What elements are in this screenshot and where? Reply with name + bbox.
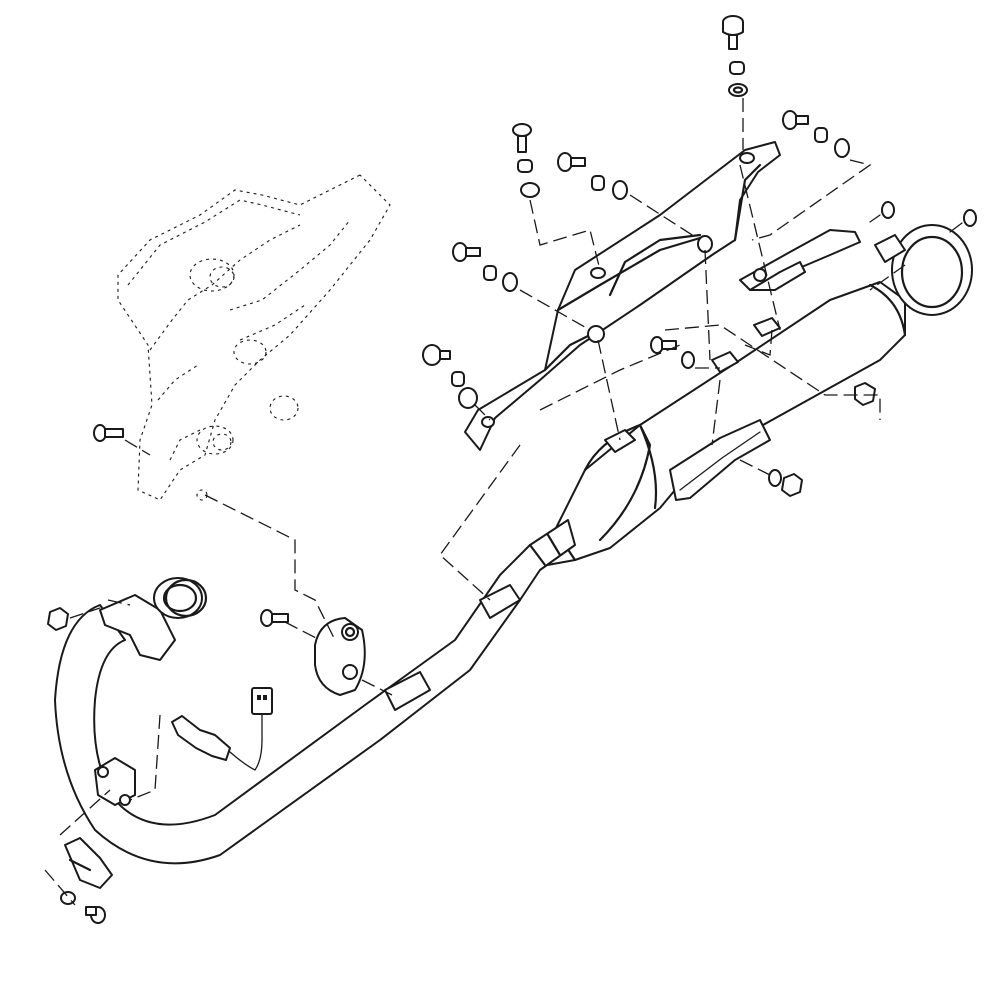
- bolt-upper-right: [782, 110, 809, 130]
- bolt-frame-left: [93, 424, 124, 442]
- nuts: [47, 382, 876, 631]
- bolt-top: [722, 15, 744, 50]
- bolt-upper-mid: [512, 123, 532, 153]
- bolt-far-right: [949, 209, 977, 233]
- muffler-stay: [464, 141, 781, 451]
- washers: [60, 83, 850, 905]
- bolt-mid-left: [557, 152, 586, 172]
- exhaust-pipe: [54, 519, 576, 865]
- bolt-muffler-mid: [650, 336, 677, 354]
- bolt-left-stay: [452, 242, 481, 262]
- pipe-bracket: [314, 617, 366, 696]
- bolts: [85, 15, 977, 924]
- exhaust-gasket: [164, 578, 208, 618]
- collars: [451, 61, 828, 387]
- pipe-clamp: [64, 837, 113, 889]
- bolt-end-cap: [869, 201, 895, 223]
- assembly-lines: [44, 98, 906, 906]
- bolt-clamp-bottom: [85, 906, 106, 924]
- bolt-pipe-bracket: [260, 609, 289, 627]
- frame-bracket: [117, 174, 391, 501]
- sensor-connector: [251, 687, 273, 741]
- bolt-lower-stay: [422, 344, 451, 366]
- oxygen-sensor: [171, 715, 263, 771]
